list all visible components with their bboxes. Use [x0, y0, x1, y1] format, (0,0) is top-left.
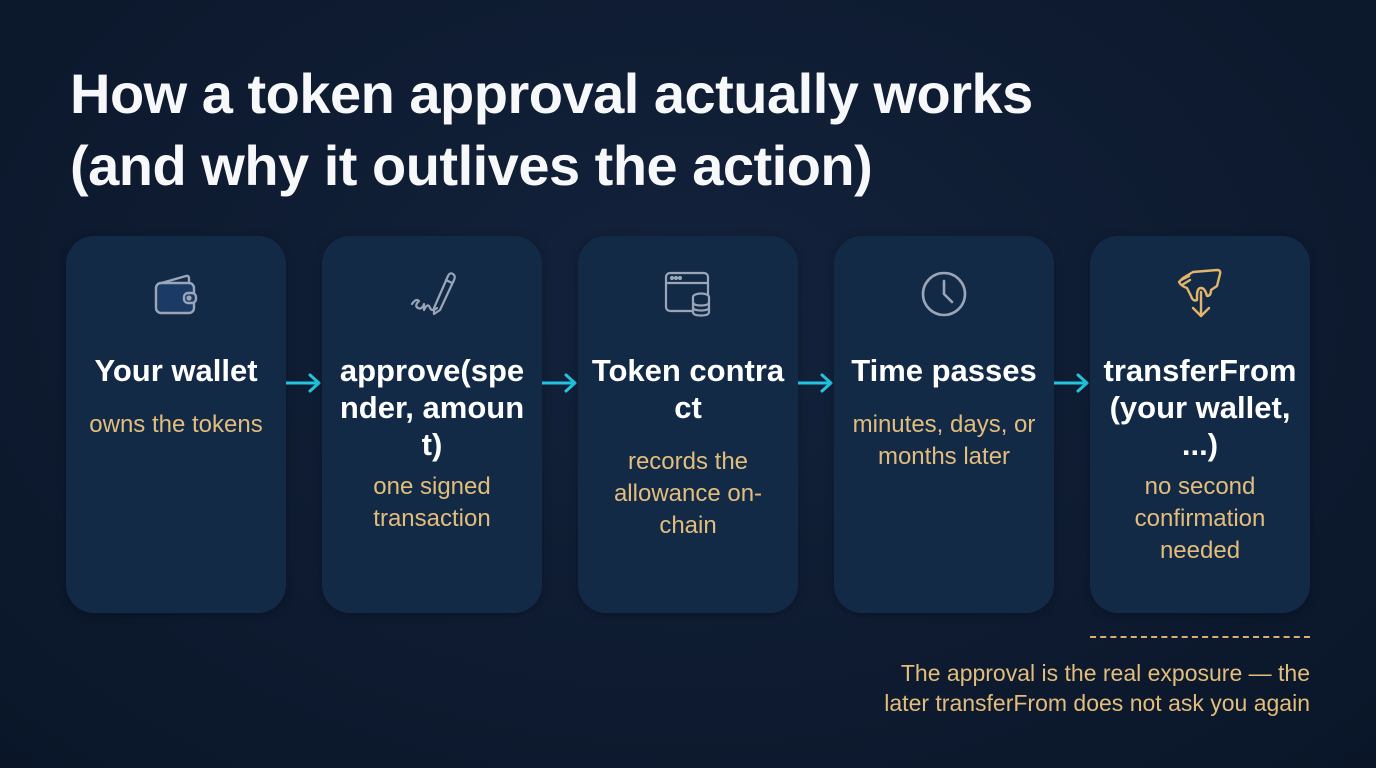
step-card-transfer-from: transferFrom(your wallet, ...) no second… [1090, 236, 1310, 613]
wallet-icon [148, 266, 204, 322]
hand-pull-icon [1172, 266, 1228, 322]
contract-database-icon [660, 266, 716, 322]
step-heading: approve(spender, amount) [339, 353, 525, 462]
title-line-1: How a token approval actually works [70, 62, 1033, 125]
arrow-right-icon [542, 373, 577, 393]
step-heading: transferFrom(your wallet, ...) [1103, 353, 1297, 462]
footnote-line-2: later transferFrom does not ask you agai… [884, 690, 1310, 716]
step-description: records the allowance on-chain [613, 448, 763, 539]
footnote: The approval is the real exposure — the … [790, 658, 1310, 718]
step-card-token-contract: Token contract records the allowance on-… [578, 236, 798, 613]
step-description: no second confirmation needed [1134, 473, 1266, 564]
step-card-time-passes: Time passes minutes, days, or months lat… [834, 236, 1054, 613]
signature-pen-icon [404, 266, 460, 322]
arrow-right-icon [286, 373, 321, 393]
step-description: one signed transaction [373, 473, 491, 532]
step-card-wallet: Your wallet owns the tokens [66, 236, 286, 613]
page-title: How a token approval actually works (and… [70, 58, 1033, 202]
step-description: minutes, days, or months later [852, 411, 1036, 470]
step-heading: Token contract [591, 353, 785, 425]
step-heading: Your wallet [94, 353, 258, 388]
footnote-line-1: The approval is the real exposure — the [900, 660, 1310, 686]
step-description: owns the tokens [89, 411, 263, 438]
clock-icon [916, 266, 972, 322]
title-line-2: (and why it outlives the action) [70, 134, 873, 197]
dashed-divider [1090, 636, 1310, 638]
step-card-approve: approve(spender, amount) one signed tran… [322, 236, 542, 613]
arrow-right-icon [798, 373, 833, 393]
arrow-right-icon [1054, 373, 1089, 393]
step-heading: Time passes [851, 353, 1037, 388]
